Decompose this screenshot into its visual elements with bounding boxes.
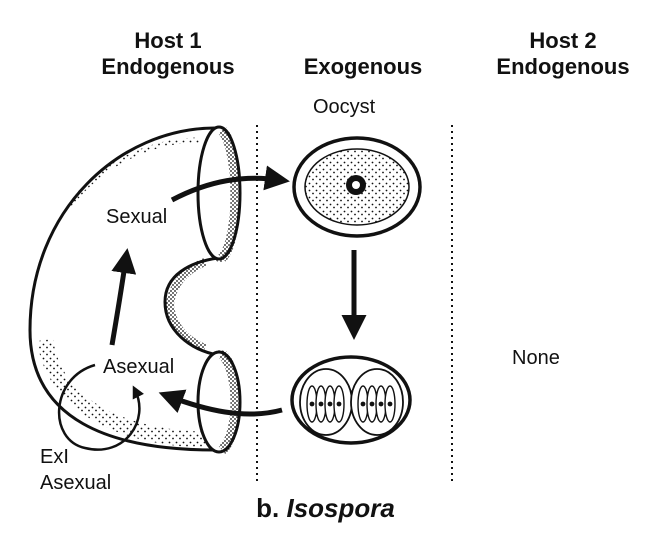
host1-gut-tube — [28, 125, 242, 454]
exogenous-header-text: Exogenous — [303, 54, 423, 79]
host2-header-line1: Host 2 — [529, 28, 597, 53]
host1-header-line1: Host 1 — [134, 28, 202, 53]
exi-asexual-label-line1: ExI — [40, 446, 69, 468]
oocyst-label: Oocyst — [313, 96, 376, 118]
caption-genus: Isospora — [286, 493, 395, 523]
exi-asexual-label-line2: Asexual — [40, 472, 112, 494]
asexual-label: Asexual — [103, 356, 175, 378]
host1-header: Host 1 Endogenous — [78, 28, 258, 80]
sexual-label: Sexual — [106, 206, 168, 228]
host2-none-label: None — [512, 347, 560, 369]
figure-caption: b. Isospora — [0, 493, 651, 523]
arrow-asexual-loop — [57, 363, 144, 451]
host1-header-line2: Endogenous — [101, 54, 235, 79]
arrow-sporulated-to-host — [158, 389, 283, 417]
oocyst-sporulated — [290, 355, 412, 445]
caption-prefix: b. — [256, 493, 280, 523]
arrow-sexual-to-oocyst — [170, 165, 290, 203]
exogenous-header: Exogenous — [268, 54, 458, 80]
host2-header-line2: Endogenous — [496, 54, 630, 79]
oocyst-unsporulated — [292, 136, 422, 238]
arrow-asexual-to-sexual — [109, 248, 137, 346]
host2-header: Host 2 Endogenous — [478, 28, 648, 80]
